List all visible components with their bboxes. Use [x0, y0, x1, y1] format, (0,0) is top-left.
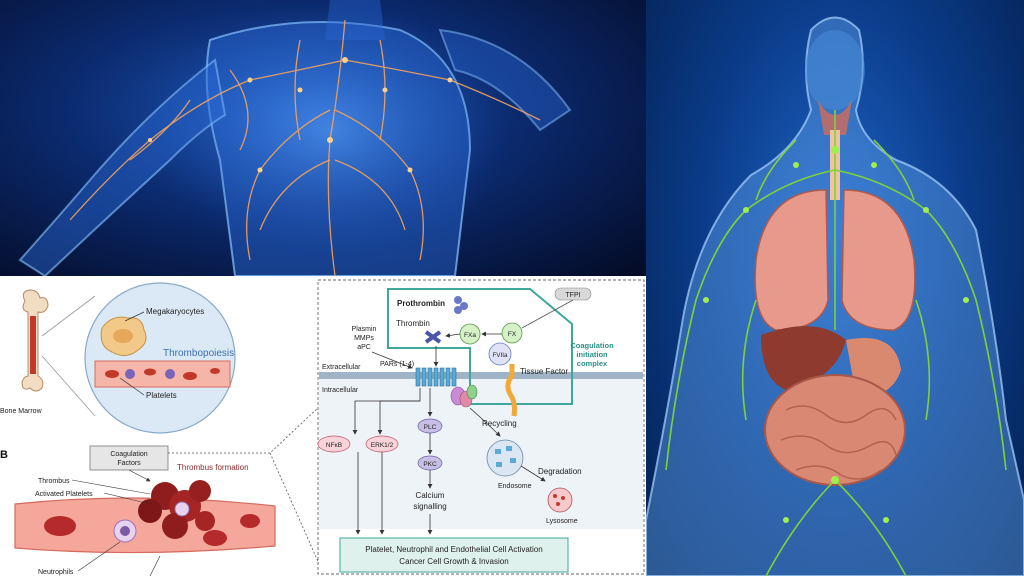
- fxa-label: FXa: [464, 332, 476, 339]
- fx-label: FX: [508, 331, 517, 338]
- thrombin-icon: [424, 330, 442, 344]
- lysosome-label: Lysosome: [546, 518, 578, 525]
- panel-b-letter: B: [0, 449, 8, 461]
- fx-node: [501, 322, 523, 344]
- prothrombin-icon: [454, 296, 468, 314]
- megakaryocyte-icon: [100, 316, 147, 356]
- coag-complex-line1: Coagulation: [570, 341, 614, 350]
- plasmin-label: Plasmin: [352, 326, 377, 333]
- coagulation-factors-box: [89, 445, 169, 471]
- pkc-label: PKC: [423, 461, 437, 468]
- calcium-line1: Calcium: [416, 491, 445, 500]
- pathway-panel: Extracellular Intracellular Coagulation …: [317, 279, 645, 575]
- fviia-node: [488, 342, 512, 366]
- nfkb-node: [317, 435, 351, 453]
- pars-label: PARs (1-4): [380, 361, 414, 368]
- megakaryocytes-label: Megakaryocytes: [146, 307, 204, 316]
- outcome-line2: Cancer Cell Growth & Invasion: [399, 557, 508, 566]
- neutrophils-label: Neutrophils: [38, 569, 74, 576]
- endosome-label: Endosome: [498, 483, 532, 490]
- cell-membrane: [319, 372, 643, 379]
- endosome-icon: [486, 439, 524, 477]
- coagulation-diagram: Bone Marrow Megakaryocytes Thrombopoiesi…: [0, 279, 645, 576]
- thrombus-cluster: [138, 480, 215, 539]
- apc-label: aPC: [357, 344, 371, 351]
- lysosome-icon: [547, 487, 573, 513]
- coagulation-factors-line1: Coagulation: [110, 451, 147, 458]
- coag-complex-line2: initiation: [576, 350, 608, 359]
- anatomy-illustration: [646, 16, 1024, 576]
- coagulation-factors-line2: Factors: [117, 460, 141, 467]
- erk-label: ERK1/2: [371, 442, 394, 449]
- bone-marrow-label: Bone Marrow: [0, 408, 43, 415]
- par-receptor-icon: [415, 367, 457, 387]
- panel-b: B Coagulation Factors Thrombus formation: [0, 405, 321, 576]
- lymphatic-body-image: [0, 0, 646, 276]
- recycling-label: Recycling: [482, 419, 517, 428]
- thrombus-label: Thrombus: [38, 478, 70, 485]
- coagulation-complex-outline: [387, 288, 573, 405]
- platelets-label: Platelets: [146, 391, 177, 400]
- degradation-label: Degradation: [538, 467, 582, 476]
- bone-icon: [21, 289, 49, 392]
- anatomy-body-image: [646, 0, 1024, 576]
- prothrombin-label: Prothrombin: [397, 299, 445, 308]
- outcome-line1: Platelet, Neutrophil and Endothelial Cel…: [365, 545, 542, 554]
- thrombopoiesis-label: Thrombopoiesis: [163, 348, 234, 359]
- tissue-factor-icon: [505, 364, 517, 417]
- activated-platelets-label: Activated Platelets: [35, 491, 93, 498]
- panel-a: Bone Marrow Megakaryocytes Thrombopoiesi…: [0, 282, 236, 434]
- thrombin-label: Thrombin: [396, 319, 430, 328]
- lymphatic-body-illustration: [18, 0, 572, 276]
- fviia-label: FVIIa: [493, 352, 508, 359]
- outcome-box: [339, 537, 569, 573]
- coagulation-figure: Bone Marrow Megakaryocytes Thrombopoiesi…: [0, 276, 646, 576]
- tissue-factor-label: Tissue Factor: [520, 367, 568, 376]
- calcium-line2: signalling: [413, 502, 446, 511]
- intracellular-label: Intracellular: [322, 387, 359, 394]
- thrombus-formation-label: Thrombus formation: [177, 463, 249, 472]
- extracellular-label: Extracellular: [322, 364, 361, 371]
- tfpi-label: TFPI: [565, 292, 580, 299]
- coag-complex-line3: complex: [577, 359, 608, 368]
- plc-label: PLC: [424, 424, 437, 431]
- nfkb-label: NFκB: [326, 442, 342, 449]
- mmps-label: MMPs: [354, 335, 374, 342]
